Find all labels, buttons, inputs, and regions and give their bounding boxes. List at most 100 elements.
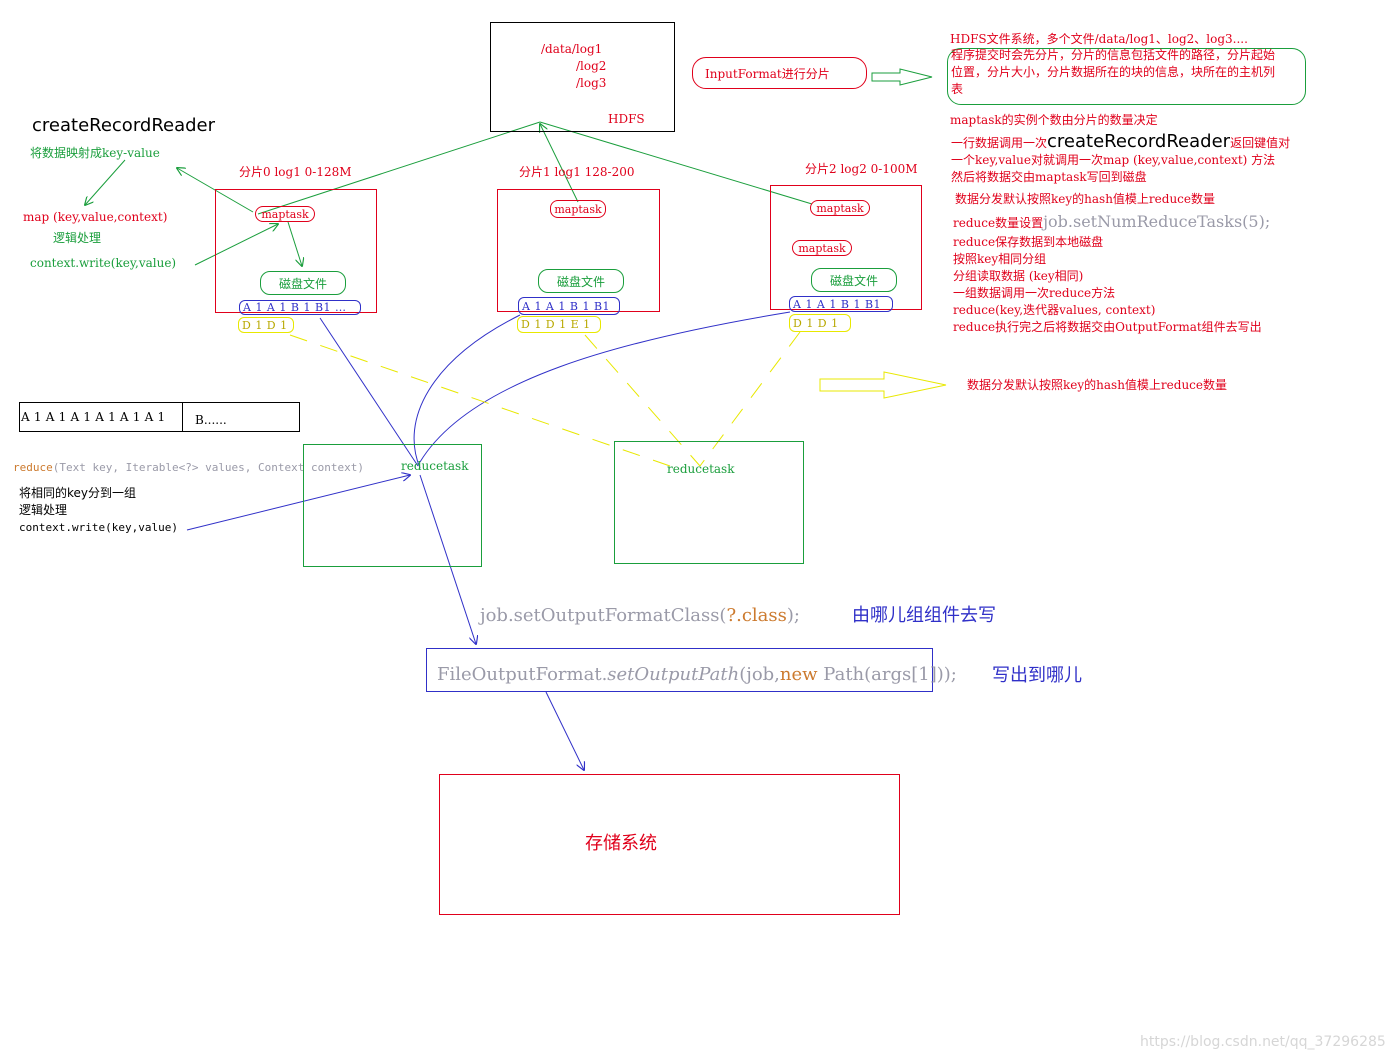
hdfs-label: HDFS (608, 112, 645, 126)
group-box (19, 402, 300, 432)
split-0-maptask-label: maptask (261, 207, 309, 221)
watermark: https://blog.csdn.net/qq_37296285 (1140, 1034, 1386, 1050)
group-box-left: A 1 A 1 A 1 A 1 A 1 A 1 (21, 410, 166, 424)
output-path-code-1: FileOutputFormat. (437, 664, 608, 685)
split-2-tokens: A 1 A 1 B 1 B1 (789, 296, 893, 312)
kv-call-note: 一个key,value对就调用一次map (key,value,context)… (951, 153, 1276, 167)
split-0-tokens-text: A 1 A 1 B 1 B1 … (243, 301, 347, 314)
reduce-after-note: reduce执行完之后将数据交由OutputFormat组件去写出 (953, 320, 1262, 334)
split-1-disk-file: 磁盘文件 (538, 269, 624, 293)
output-path-code-2: setOutputPath (607, 664, 740, 685)
output-path-code: FileOutputFormat.setOutputPath(job,new P… (437, 664, 957, 686)
map-signature: map (key,value,context) (23, 210, 168, 224)
hdfs-note-3: 位置，分片大小，分片数据所在的块的信息，块所在的主机列 (951, 65, 1276, 79)
group-read-note: 分组读取数据 (key相同) (953, 269, 1084, 283)
output-format-note: 由哪儿组组件去写 (852, 605, 996, 626)
reduce-keyword: reduce (13, 461, 53, 474)
split-0-box (215, 189, 377, 313)
split-2-disk-label: 磁盘文件 (829, 273, 878, 288)
shuffle-blue-lines (186, 311, 791, 770)
group-by-key-note: 按照key相同分组 (953, 252, 1047, 266)
reduce-sig-note: reduce(key,迭代器values, context) (953, 303, 1156, 317)
reducetask-1-box (303, 444, 482, 567)
output-path-code-4: new (779, 664, 818, 685)
output-path-note: 写出到哪儿 (992, 665, 1082, 686)
split-0-disk-file: 磁盘文件 (260, 271, 346, 295)
reduce-save-note: reduce保存数据到本地磁盘 (953, 235, 1104, 249)
input-format-pill: InputFormat进行分片 (692, 57, 867, 89)
storage-label: 存储系统 (585, 833, 657, 854)
split-2-label: 分片2 log2 0-100M (805, 162, 918, 176)
hdfs-note-2: 程序提交时会先分片，分片的信息包括文件的路径，分片起始 (951, 48, 1276, 62)
split-1-label: 分片1 log1 128-200 (519, 165, 635, 179)
output-path-code-5: Path(args[1])); (817, 664, 957, 685)
split-1-tokens-2-text: D 1 D 1 E 1 (521, 318, 591, 331)
split-1-tokens-text: A 1 A 1 B 1 B1 (522, 299, 611, 313)
reduce-params: (Text key, Iterable<?> values, Context c… (52, 461, 365, 474)
hdfs-path-1: /data/log1 (541, 42, 603, 56)
output-format-code-1: job.setOutputFormatClass( (480, 605, 727, 626)
reducetask-2-box (614, 441, 804, 564)
line-call-suffix: 返回键值对 (1230, 136, 1291, 150)
reducetask-2-label: reducetask (667, 462, 735, 476)
input-format-arrow (871, 68, 933, 86)
reduce-num-prefix: reduce数量设置 (953, 216, 1044, 230)
output-format-code-3: ); (786, 605, 800, 626)
split-2-tokens-2: D 1 D 1 (789, 314, 851, 332)
kv-mapping-note: 将数据映射成key-value (30, 146, 160, 160)
group-box-divider (182, 402, 183, 432)
partition-note: 数据分发默认按照key的hash值模上reduce数量 (955, 192, 1215, 206)
split-0-maptask: maptask (255, 206, 315, 222)
same-key-note: 将相同的key分到一组 (19, 486, 137, 500)
split-2-box (770, 185, 922, 310)
split-0-tokens: A 1 A 1 B 1 B1 … (239, 300, 361, 315)
shuffle-yellow-lines (289, 331, 801, 467)
reduce-signature: reduce(Text key, Iterable<?> values, Con… (13, 461, 365, 475)
reduce-write-note: context.write(key,value) (19, 521, 178, 534)
split-0-tokens-2: D 1 D 1 (238, 317, 294, 333)
hdfs-path-2: /log2 (576, 59, 607, 73)
create-record-reader-title: createRecordReader (32, 115, 216, 136)
hdfs-note-4: 表 (951, 82, 964, 96)
hdfs-box (490, 22, 675, 132)
split-1-box (497, 189, 660, 312)
split-2-maptask-2-label: maptask (798, 241, 846, 255)
split-1-maptask: maptask (550, 200, 606, 218)
split-1-tokens-2: D 1 D 1 E 1 (517, 316, 601, 333)
hdfs-to-maptask-lines (85, 121, 813, 266)
split-0-label: 分片0 log1 0-128M (239, 165, 352, 179)
line-call-prefix: 一行数据调用一次 (951, 136, 1048, 150)
reducetask-1-label: reducetask (401, 459, 469, 473)
split-1-tokens: A 1 A 1 B 1 B1 (518, 297, 620, 315)
split-0-tokens-2-text: D 1 D 1 (242, 318, 288, 332)
map-write-note: context.write(key,value) (30, 256, 177, 270)
split-2-tokens-2-text: D 1 D 1 (793, 316, 839, 330)
reduce-num-code: job.setNumReduceTasks(5); (1043, 212, 1271, 231)
map-logic-note: 逻辑处理 (53, 231, 102, 245)
hdfs-note-1: HDFS文件系统，多个文件/data/log1、log2、log3.... (950, 32, 1248, 46)
group-box-right: B...... (195, 413, 227, 427)
split-1-disk-label: 磁盘文件 (556, 274, 605, 289)
line-call-big: createRecordReader (1047, 131, 1231, 152)
group-call-note: 一组数据调用一次reduce方法 (953, 286, 1116, 300)
after-note: 然后将数据交由maptask写回到磁盘 (951, 170, 1147, 184)
split-2-disk-file: 磁盘文件 (811, 268, 897, 292)
output-path-code-3: (job, (739, 664, 780, 685)
line-call-note: 一行数据调用一次createRecordReader返回键值对 (951, 131, 1291, 153)
reduce-num-note: reduce数量设置job.setNumReduceTasks(5); (953, 212, 1271, 231)
split-0-disk-label: 磁盘文件 (278, 276, 327, 291)
split-info-outline (947, 48, 1306, 105)
reduce-logic-note: 逻辑处理 (19, 503, 68, 517)
split-2-maptask-1-label: maptask (816, 201, 864, 215)
output-path-box (426, 648, 933, 692)
hdfs-path-3: /log3 (576, 76, 607, 90)
output-format-code-2: ?.class (726, 605, 787, 626)
split-2-maptask-2: maptask (792, 240, 852, 256)
maptask-count-note: maptask的实例个数由分片的数量决定 (950, 113, 1158, 127)
split-1-maptask-label: maptask (554, 202, 602, 216)
output-format-code: job.setOutputFormatClass(?.class); (480, 605, 800, 627)
input-format-label: InputFormat进行分片 (705, 66, 830, 81)
storage-box (439, 774, 900, 915)
partition-note-2: 数据分发默认按照key的hash值模上reduce数量 (967, 378, 1227, 392)
